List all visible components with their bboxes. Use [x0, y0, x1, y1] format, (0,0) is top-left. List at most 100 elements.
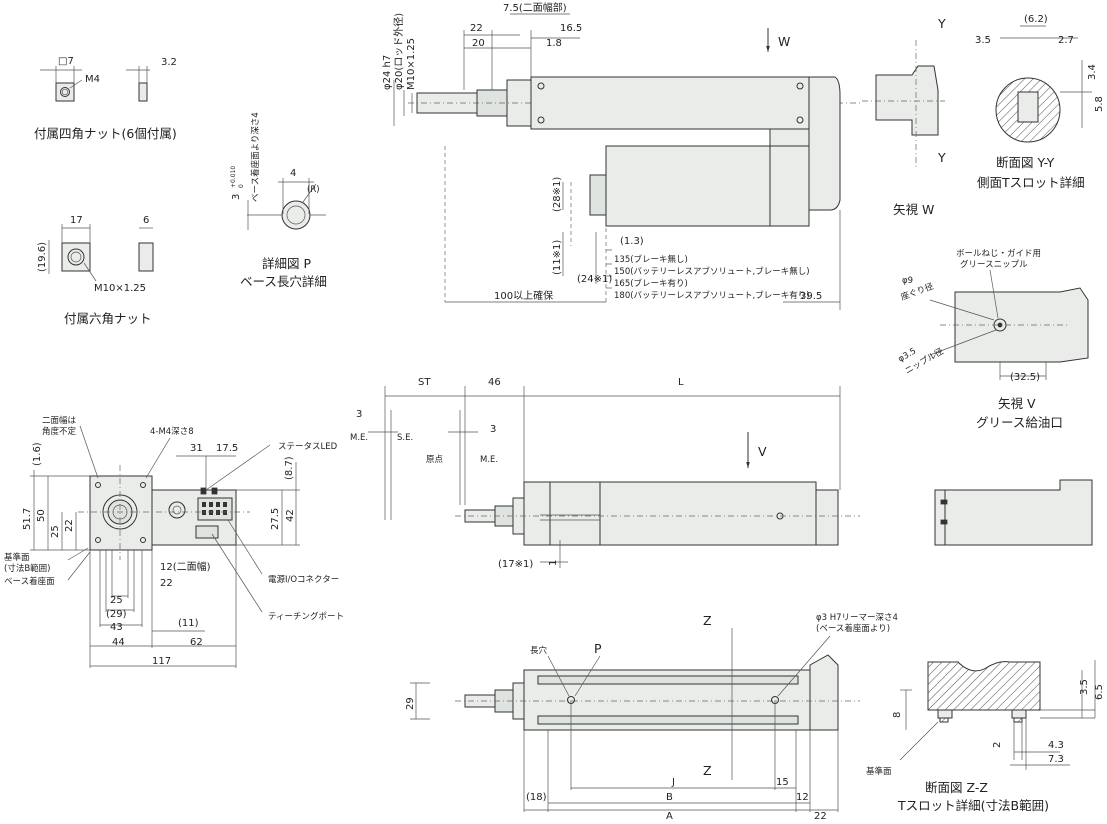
- nut-hex-dim-thread: M10×1.25: [94, 283, 146, 294]
- end-cap-side: [875, 65, 939, 136]
- side-body: [523, 481, 817, 546]
- bottom-dim-15: 15: [776, 777, 789, 788]
- zz-marker-top: Z: [703, 613, 712, 628]
- end-label-io: 電源I/Oコネクター: [268, 575, 339, 585]
- section-zz-subtitle: Tスロット詳細(寸法B範囲): [897, 798, 1049, 813]
- bottom-dim-18: (18): [526, 792, 547, 803]
- view-v: ボールねじ・ガイド用 グリースニップル φ9 座ぐり径 φ3.5 ニップル径 (…: [897, 248, 1089, 430]
- side-dim-3-left: 3: [356, 409, 362, 420]
- end-dim-17-5: 17.5: [216, 443, 238, 454]
- zz-marker-bottom: Z: [703, 763, 712, 778]
- zz-dim-2: 2: [992, 742, 1003, 748]
- arrow-w-label: W: [778, 34, 790, 49]
- end-dim-43: 43: [110, 622, 123, 633]
- square-nut-view: □7 M4 3.2 付属四角ナット(6個付属): [34, 56, 177, 141]
- side-dim-17: (17※1): [498, 559, 533, 570]
- motor-length-180: 180(バッテリーレスアブソリュート,ブレーキ有り): [614, 290, 810, 301]
- view-w: Y Y 矢視 W: [862, 16, 946, 217]
- square-nut-front: [55, 82, 75, 102]
- top-dim-24: (24※1): [577, 274, 612, 285]
- slot-hole: [281, 200, 311, 230]
- end-label-flat-1: 二面幅は: [42, 415, 77, 426]
- view-v-label-2: グリースニップル: [960, 259, 1028, 270]
- zz-dim-6-5: 6.5: [1094, 684, 1105, 700]
- nut-sq-dim-thick: 3.2: [161, 57, 177, 68]
- nut-sq-dim-size: □7: [58, 56, 74, 67]
- section-yy-subtitle: 側面Tスロット詳細: [977, 175, 1085, 190]
- end-label-m4: 4-M4深さ8: [150, 427, 194, 437]
- actuator-body: [530, 76, 810, 130]
- side-label-se: S.E.: [397, 433, 413, 443]
- status-led: [168, 501, 186, 519]
- io-connector: [197, 497, 233, 521]
- bottom-view: 29 J 15 B 12 A 22 (18) 長穴 P φ3 H7リーマー深さ4…: [405, 613, 898, 822]
- zz-dim-4-3: 4.3: [1048, 740, 1064, 751]
- bottom-label-p: P: [594, 641, 602, 656]
- end-dim-29: (29): [106, 609, 127, 620]
- end-dim-31: 31: [190, 443, 203, 454]
- section-yy: (6.2) 3.5 2.7 3.4 5.8 断面図 Y-Y 側面Tスロット詳細: [975, 14, 1105, 190]
- section-zz-profile: [927, 661, 1041, 723]
- yy-marker-bottom: Y: [937, 150, 946, 165]
- square-nut-thread: [61, 88, 69, 96]
- end-dim-1-6: (1.6): [32, 442, 43, 466]
- bottom-dim-a: A: [666, 811, 673, 822]
- top-dim-7-5: 7.5(二面幅部): [503, 1, 567, 14]
- side-dim-1: 1: [548, 560, 559, 566]
- nut-hex-dim-6: 6: [143, 215, 149, 226]
- yy-dim-6-2: (6.2): [1024, 14, 1048, 25]
- nut-hex-dim-19-6: (19.6): [37, 242, 48, 272]
- bottom-label-reamer: φ3 H7リーマー深さ4: [816, 613, 898, 623]
- end-label-teaching: ティーチングポート: [268, 611, 344, 622]
- top-dim-phi20: φ20(ロッド外径): [392, 13, 405, 90]
- detail-p-depth-note: ベース着座面より深さ4: [250, 112, 261, 202]
- hex-nut-front: [61, 242, 91, 272]
- side-dim-st: ST: [418, 377, 431, 388]
- end-label-base: 基準面: [4, 552, 30, 563]
- yy-dim-3-4: 3.4: [1087, 64, 1098, 80]
- bottom-dim-22: 22: [814, 811, 827, 822]
- side-label-me-left: M.E.: [350, 433, 368, 443]
- hex-nut-side: [138, 242, 154, 272]
- bottom-dim-12: 12: [796, 792, 809, 803]
- top-dim-1-8: 1.8: [546, 38, 562, 49]
- zz-dim-3-5: 3.5: [1079, 679, 1090, 695]
- detail-p-tol-lower: 0: [238, 184, 245, 188]
- motor-length-165: 165(ブレーキ有り): [614, 278, 688, 289]
- top-dim-1-3: (1.3): [620, 236, 644, 247]
- end-dim-25: 25: [50, 525, 61, 538]
- end-dim-44: 44: [112, 637, 125, 648]
- end-dim-11: (11): [178, 618, 199, 629]
- top-view: 7.5(二面幅部) 22 16.5 20 1.8 φ24 h7 φ20(ロッド外…: [382, 1, 860, 310]
- end-dim-42: 42: [285, 509, 296, 522]
- end-dim-51-7: 51.7: [22, 508, 33, 530]
- view-w-caption: 矢視 W: [893, 202, 934, 217]
- side-dim-l: L: [678, 377, 684, 388]
- view-v-title: 矢視 V: [998, 396, 1036, 411]
- view-v-phi9: φ9: [902, 276, 913, 286]
- motor-length-135: 135(ブレーキ無し): [614, 254, 688, 265]
- yy-dim-5-8: 5.8: [1094, 96, 1105, 112]
- motor-block: [605, 145, 771, 227]
- detail-p-subtitle: ベース長穴詳細: [240, 274, 327, 289]
- bottom-label-reamer-note: (ベース着座面より): [816, 623, 890, 634]
- teaching-port: [195, 525, 219, 539]
- detail-p-dim-3: 3: [231, 194, 242, 200]
- top-dim-m10: M10×1.25: [406, 38, 417, 90]
- end-dim-22-v: 22: [64, 519, 75, 532]
- bottom-label-slot: 長穴: [530, 645, 548, 656]
- top-dim-28: (28※1): [552, 177, 563, 212]
- side-end-body: [934, 479, 1093, 546]
- end-view: 二面幅は 角度不定 4-M4深さ8 ステータスLED 基準面 (寸法B範囲) ベ…: [4, 415, 344, 668]
- top-dim-39-5: 39.5: [800, 291, 822, 302]
- end-label-b-range: (寸法B範囲): [4, 563, 50, 574]
- hex-nut-view: 17 6 (19.6) M10×1.25 付属六角ナット: [37, 215, 154, 326]
- end-dim-25-h: 25: [110, 595, 123, 606]
- section-zz-title: 断面図 Z-Z: [925, 780, 988, 795]
- yy-dim-3-5: 3.5: [975, 35, 991, 46]
- end-label-seat: ベース着座面: [4, 576, 55, 587]
- motor-length-150: 150(バッテリーレスアブソリュート,ブレーキ無し): [614, 266, 810, 277]
- view-v-label-1: ボールねじ・ガイド用: [956, 248, 1041, 259]
